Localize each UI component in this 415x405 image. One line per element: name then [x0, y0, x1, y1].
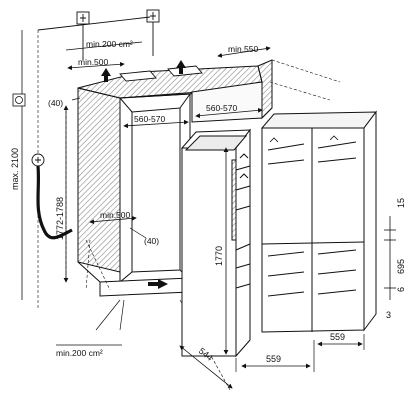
offset-top-label: (40) [48, 98, 63, 108]
depth-top-label: min.550 [228, 44, 259, 54]
plug-icon [31, 153, 73, 240]
air-flow-arrow-icon [101, 60, 186, 289]
dim-15: 15 [396, 198, 406, 208]
wall-socket-icon [12, 93, 26, 107]
top-vent-label: min.200 cm² [86, 39, 133, 49]
dim-3: 3 [386, 310, 391, 320]
min500-inner-label: min.500 [100, 210, 131, 220]
dim-695: 695 [396, 259, 406, 274]
unit-width-left-label: 559 [266, 354, 281, 364]
niche-width-left: 560-570 [134, 114, 165, 124]
ground-symbol-icon [37, 9, 160, 60]
min500-top-label: min.500 [78, 57, 109, 67]
top-vent [119, 65, 203, 82]
offset-inner-label: (40) [144, 236, 159, 246]
cabinet-niche [77, 59, 273, 297]
unit-height-label: 1770 [214, 246, 224, 266]
unit-width-right-label: 559 [330, 332, 345, 342]
bottom-vent-label: min.200 cm² [56, 348, 103, 358]
dim-6: 6 [396, 287, 406, 292]
niche-height-label: 1772-1788 [55, 197, 65, 240]
max-height-label: max. 2100 [10, 148, 20, 190]
niche-width-right: 560-570 [206, 103, 237, 113]
appliance-right [260, 110, 378, 333]
appliance-left [180, 128, 252, 358]
